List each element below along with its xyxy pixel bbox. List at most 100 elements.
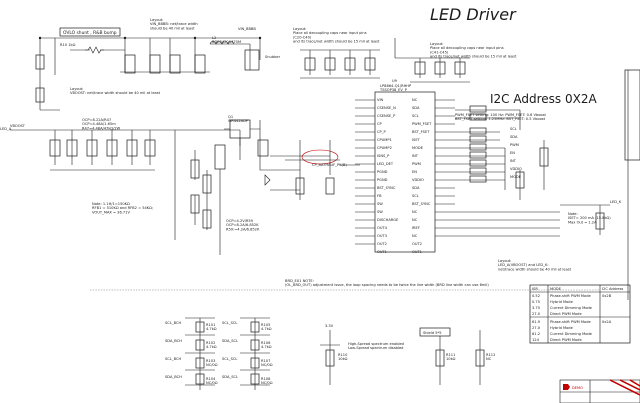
input-filter-section (35, 36, 262, 111)
i2c-net-mid: SCL_SCL (222, 357, 237, 361)
ic-right-pin: SDA (412, 186, 420, 190)
ic-left-pin: CPUMP2 (377, 146, 392, 150)
mode-table-cell: 27.0 (532, 326, 541, 330)
mode-table-cell: Current Dimming Mode (550, 332, 593, 336)
iset-note: Note:ISET= 200 mA (15.8kΩ)Max Out = 1.2A (568, 212, 611, 224)
shield-section (419, 327, 485, 385)
ic-left-pin: OUT3 (377, 234, 387, 238)
ic-right-pin: VDDIO (412, 178, 424, 182)
vin-3v3-label: 3.3V (325, 324, 334, 328)
boost-stage (10, 119, 330, 255)
led-output-section (455, 69, 640, 237)
spread-spectrum-section (320, 330, 340, 385)
mode-signal-label: MODE (510, 175, 522, 179)
ic-left-pin: OUT4 (377, 226, 388, 230)
int-signal-label: INT (510, 159, 517, 163)
ic-left-pin: CPUMP1 (377, 138, 392, 142)
mode-table-header: ISR (532, 287, 538, 291)
ic-left-pin: CSENSE_P (377, 114, 396, 118)
decoupling-caps-center (300, 49, 380, 79)
vboost-net-left: VBOOST (10, 124, 26, 128)
ic-right-pin: SDA (412, 106, 420, 110)
ic-right-pin: PWM_FSET (412, 122, 432, 126)
mode-table-cell: 0x2B (602, 294, 612, 298)
mode-table-cell: 27.0 (532, 312, 541, 316)
i2c-net-mid: SDA_SCL (222, 339, 238, 343)
layout-note-center: Layout:Place all decoupling caps near in… (293, 27, 380, 43)
led-layout-note: Layout:LED_A(VBOOST) and LED_K:net/trace… (498, 259, 572, 271)
layout-note-vboost: Layout:VBOOST: net/trace width should be… (70, 87, 161, 95)
ic-left-pin: ISNS_P (377, 154, 390, 158)
i2c-net-labels: SCL_BCHSDA_BCHSCL_BCHSDA_BCHSCL_SCLSDA_S… (165, 321, 495, 385)
mode-table-cell: 61.9 (532, 320, 541, 324)
mode-table-cell: 124 (532, 338, 540, 342)
layout-note-right: Layout:Place all decoupling caps near in… (430, 42, 517, 58)
mode-table-cell: 3.75 (532, 306, 540, 310)
snubber-label: Snubber (265, 55, 281, 59)
mode-table-cell: Current Dimming Mode (550, 306, 593, 310)
ic-right-pin: INT (412, 154, 419, 158)
r10-label: R10 1kΩ (60, 43, 76, 47)
mode-table-cell: Hybrid Mode (550, 300, 574, 304)
ic-ref: U9 (392, 79, 398, 83)
ic-right-pin: PWM (412, 162, 421, 166)
ic-right-pin: NC (412, 210, 418, 214)
charge-pump-label: CP_BATHAUF_PK(B) (312, 163, 347, 167)
ic-right-pin: MODE (412, 146, 424, 150)
vddio-signal-label: VDDIO (510, 167, 522, 171)
decoupling-caps-right (394, 38, 470, 83)
pwm-signal-label: PWM (510, 143, 519, 147)
i2c-net-left: SDA_BCH (165, 339, 182, 343)
ic-left-pin: OUT1 (377, 250, 387, 254)
ic-right-pin: BST_FSET (412, 130, 430, 134)
pwm-config-note: PWM_FSET setting: 100 Hz: PWM_FSET: 0.6 … (455, 113, 546, 121)
led-driver-ic (355, 91, 455, 253)
title-block (559, 379, 640, 403)
ic-left-pin: DISCHARGE (377, 218, 399, 222)
ic-right-pin: OUT1 (412, 250, 422, 254)
i2c-address-label: I2C Address 0X2A (490, 92, 597, 106)
ic-right-pin: EN (412, 170, 417, 174)
ic-left-pin: CP_P (377, 130, 386, 134)
mode-table-cell: Direct PWM Mode (550, 312, 582, 316)
mode-table-cell: Hybrid Mode (550, 326, 574, 330)
right-control-network (455, 105, 549, 200)
en-signal-label: EN (510, 151, 515, 155)
ic-left-pin: OUT2 (377, 242, 387, 246)
ic-left-pin: LED_DET (377, 162, 394, 166)
ic-left-pin: CP (377, 122, 383, 126)
ic-left-pin: PGND (377, 170, 388, 174)
i2c-net-left: SCL_BCH (165, 357, 182, 361)
mode-table-cell: Direct PWM Mode (550, 338, 582, 342)
sheet-title: LED Driver (430, 5, 517, 24)
ic-right-pin: ISET (412, 138, 421, 142)
scl-signal-label: SCL (510, 127, 517, 131)
ic-left-pin: BST_SYNC (377, 186, 396, 190)
mode-table-cell: 0.52 (532, 294, 540, 298)
title-block-company: DEMO (572, 386, 583, 390)
ic-right-pin-labels: NCSDASCLPWM_FSETBST_FSETISETMODEINTPWMEN… (412, 98, 432, 254)
charge-pump-network (264, 140, 360, 200)
ic-left-pin: CSENSE_N (377, 106, 396, 110)
ic-left-pin: SW (377, 210, 383, 214)
ic-right-pin: NC (412, 218, 418, 222)
ic-left-pin: PGND (377, 178, 388, 182)
mode-table-header: I2C Address (602, 287, 623, 291)
ic-package: TSSOP38_EV_P (379, 88, 408, 92)
sda-signal-label: SDA (510, 135, 518, 139)
ic-right-pin: OUT2 (412, 242, 422, 246)
i2c-net-mid: SCL_SCL (222, 321, 237, 325)
